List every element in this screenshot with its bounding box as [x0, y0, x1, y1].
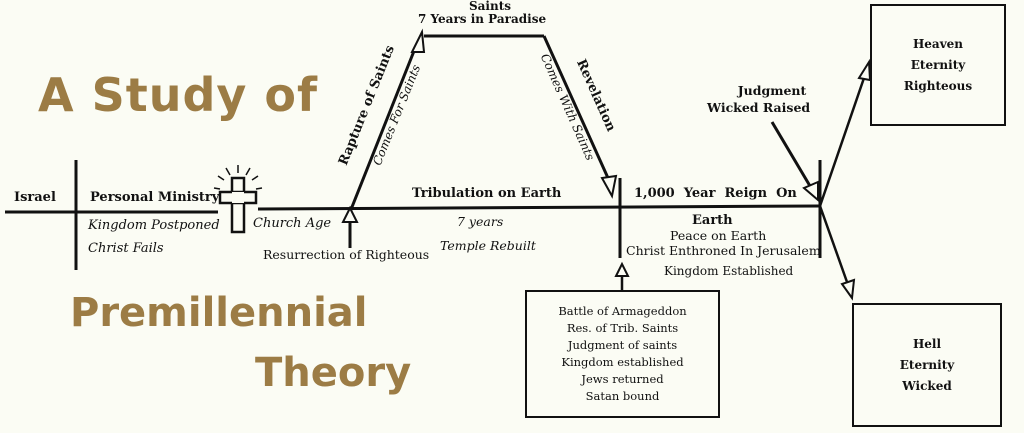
resurrection-label: Resurrection of Righteous [263, 247, 430, 262]
personal-ministry-label: Personal Ministry [90, 190, 220, 205]
event-item: Satan bound [585, 389, 660, 403]
heaven-line: Eternity [910, 57, 966, 72]
hell-arrow-icon [818, 205, 856, 301]
event-item: Jews returned [581, 372, 664, 386]
heaven-box: Heaven Eternity Righteous [870, 4, 1006, 126]
church-age-label: Church Age [253, 216, 332, 231]
event-item: Kingdom established [561, 355, 684, 369]
kingdom-established-label: Kingdom Established [664, 264, 794, 278]
heaven-line: Heaven [912, 36, 964, 51]
events-box: Battle of Armageddon Res. of Trib. Saint… [525, 290, 720, 418]
peace-label: Peace on Earth [670, 228, 767, 243]
wicked-raised-label: Wicked Raised [707, 100, 811, 115]
earth-label: Earth [692, 213, 733, 228]
reign-label: 1,000 Year Reign On [634, 186, 797, 201]
kingdom-postponed-label: Kingdom Postponed [88, 218, 220, 233]
judgment-label: Judgment [737, 83, 807, 98]
israel-label: Israel [14, 190, 56, 205]
temple-rebuilt-label: Temple Rebuilt [440, 238, 536, 253]
hell-box: Hell Eternity Wicked [852, 303, 1002, 427]
event-item: Judgment of saints [567, 338, 678, 352]
judgment-arrow-icon [770, 121, 819, 203]
timeline-line-2 [257, 204, 821, 211]
rapture-arrow-shaft [348, 45, 418, 213]
revelation-arrow-shaft [542, 35, 610, 179]
title-line-2: Premillennial [70, 290, 368, 336]
christ-fails-label: Christ Fails [88, 241, 164, 256]
events-arrow-icon [614, 261, 630, 290]
heaven-arrow-icon [818, 58, 872, 207]
title-line-1: A Study of [38, 68, 319, 122]
revelation-arrowhead [600, 174, 618, 199]
resurrection-arrow-icon [341, 205, 359, 248]
rapture-arrowhead [410, 28, 426, 53]
event-item: Battle of Armageddon [558, 304, 687, 318]
event-item: Res. of Trib. Saints [566, 321, 679, 335]
heaven-line: Righteous [903, 78, 973, 93]
hell-line: Wicked [902, 378, 952, 393]
paradise-label: 7 Years in Paradise [418, 12, 547, 26]
hell-line: Hell [912, 336, 942, 351]
saints-label: Saints [468, 0, 512, 13]
hell-line: Eternity [899, 357, 955, 372]
seven-years-label: 7 years [457, 214, 504, 229]
title-line-3: Theory [255, 350, 412, 396]
tribulation-label: Tribulation on Earth [412, 186, 562, 201]
cross-icon [213, 165, 263, 234]
enthroned-label: Christ Enthroned In Jerusalem [626, 243, 821, 258]
